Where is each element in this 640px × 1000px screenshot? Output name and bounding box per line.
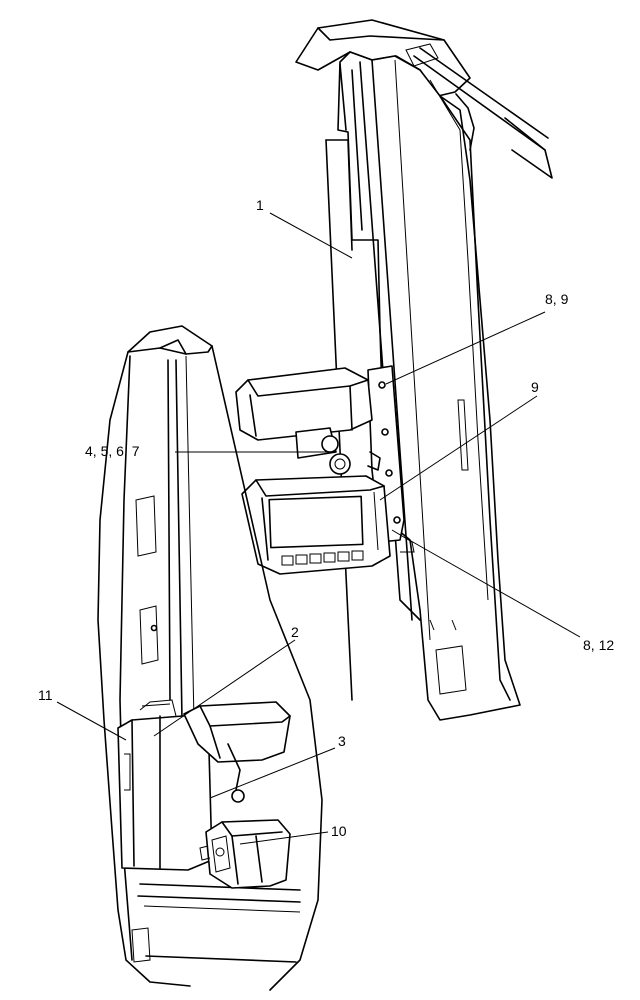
callout-10: 10 xyxy=(331,823,347,839)
callout-8-9: 8, 9 xyxy=(545,291,569,307)
callout-8-12: 8, 12 xyxy=(583,637,614,653)
callout-11: 11 xyxy=(38,687,53,703)
callout-4-5-6-7: 4, 5, 6, 7 xyxy=(85,443,140,459)
lower-column-part xyxy=(97,325,323,991)
lower-assembly-display-bottom xyxy=(199,819,291,889)
callout-2: 2 xyxy=(291,624,299,640)
upper-column-part xyxy=(295,19,553,721)
callout-1: 1 xyxy=(256,197,264,213)
lower-display-unit xyxy=(241,475,391,575)
callout-9: 9 xyxy=(531,379,539,395)
lower-assembly-display-top xyxy=(183,701,291,803)
callout-3: 3 xyxy=(338,733,346,749)
upper-display-unit xyxy=(235,367,381,475)
leader-lines xyxy=(56,212,581,845)
